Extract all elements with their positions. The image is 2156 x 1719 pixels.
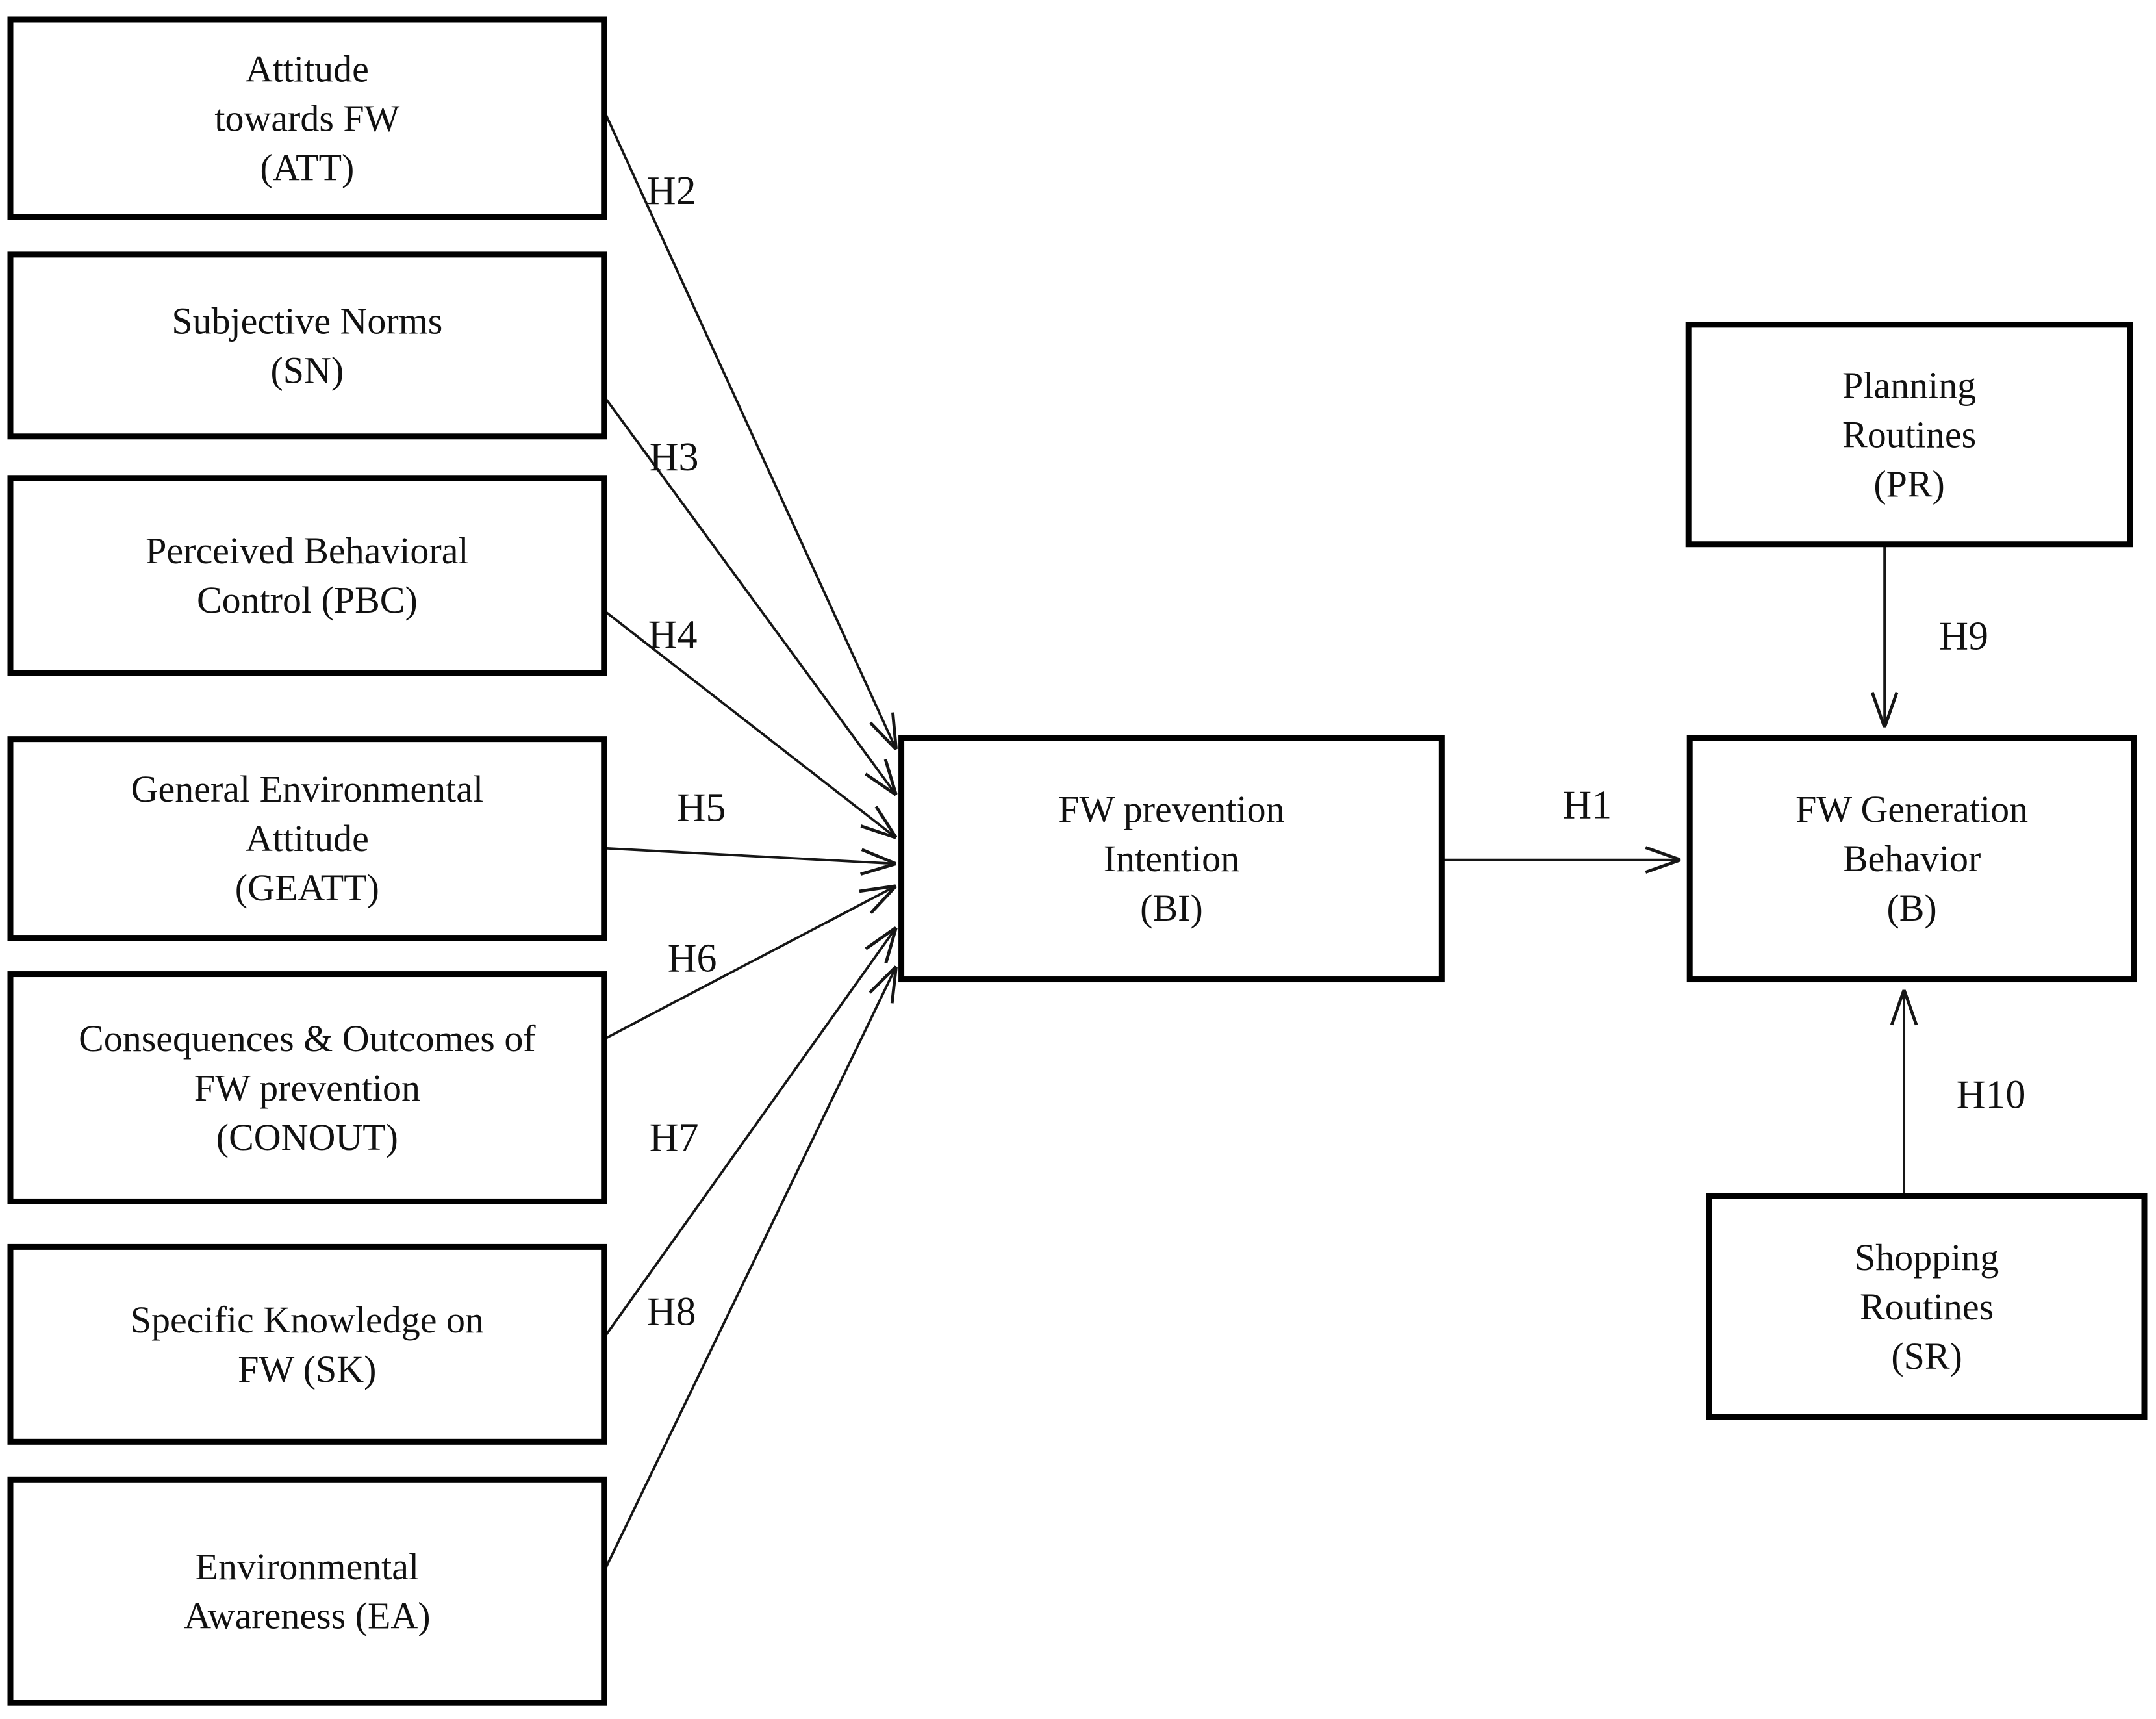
node-label-line: (GEATT) — [235, 867, 379, 909]
environmental-awareness-box-border — [7, 1476, 607, 1706]
arrow-line-h8 — [603, 967, 896, 1573]
node-label-line: (SR) — [1891, 1335, 1962, 1377]
arrow-label-h6: H6 — [668, 937, 717, 981]
node-label-line: (CONOUT) — [216, 1116, 398, 1158]
node-label-line: FW (SK) — [238, 1348, 376, 1390]
specific-knowledge-box-label: Specific Knowledge on FW (SK) — [131, 1299, 484, 1390]
node-label-line: Behavior — [1843, 837, 1981, 880]
specific-knowledge-box: Specific Knowledge on FW (SK) — [7, 1243, 607, 1445]
arrow-line-h4 — [603, 609, 896, 838]
node-label-line: Consequences & Outcomes of — [79, 1017, 536, 1060]
arrow-label-h1: H1 — [1562, 783, 1612, 828]
arrow-label-h2: H2 — [647, 169, 696, 213]
perceived-behavioral-control-box-border — [7, 475, 607, 676]
node-label-line: Perceived Behavioral — [146, 529, 468, 572]
hypothesis-arrow-h10: H10 — [1904, 990, 2025, 1194]
arrow-label-h10: H10 — [1957, 1073, 2026, 1117]
consequences-outcomes-box: Consequences & Outcomes of FW prevention (… — [7, 971, 607, 1204]
node-label-line: Awareness (EA) — [184, 1595, 430, 1637]
node-label-line: Shopping — [1855, 1236, 1999, 1279]
planning-routines-box-border — [1685, 322, 2133, 548]
node-label-line: Routines — [1842, 413, 1976, 455]
hypothesis-arrow-h2: H2 — [602, 110, 896, 750]
arrow-line-h3 — [603, 395, 896, 795]
node-label-line: (BI) — [1140, 887, 1203, 929]
subjective-norms-box: Subjective Norms (SN) — [7, 251, 607, 440]
hypothesis-arrow-h4: H4 — [603, 609, 896, 838]
hypothesis-arrow-h5: H5 — [603, 786, 896, 864]
node-label-line: towards FW — [214, 97, 399, 139]
node-label-line: Environmental — [196, 1546, 420, 1588]
consequences-outcomes-box-label: Consequences & Outcomes of FW prevention (… — [79, 1017, 536, 1158]
node-label-line: Control (PBC) — [197, 579, 418, 621]
arrow-label-h5: H5 — [677, 786, 726, 830]
node-label-line: General Environmental — [131, 768, 483, 810]
specific-knowledge-box-border — [7, 1243, 607, 1445]
node-label-line: FW Generation — [1795, 788, 2028, 830]
node-label-line: Attitude — [246, 47, 369, 90]
attitude-towards-fw-box: Attitude towards FW (ATT) — [7, 16, 607, 220]
arrow-label-h8: H8 — [647, 1290, 696, 1334]
arrow-label-h7: H7 — [650, 1115, 699, 1160]
nodes-layer: Attitude towards FW (ATT) Subjective Norms (… — [7, 16, 2148, 1706]
attitude-towards-fw-box-label: Attitude towards FW (ATT) — [214, 47, 399, 188]
arrow-line-h7 — [603, 928, 896, 1339]
node-label-line: (PR) — [1873, 463, 1945, 505]
arrow-label-h4: H4 — [648, 613, 698, 657]
arrow-line-h2 — [602, 110, 896, 750]
hypothesis-arrow-h9: H9 — [1884, 546, 1988, 728]
hypothesis-arrow-h6: H6 — [603, 886, 896, 1041]
node-label-line: FW prevention — [1058, 788, 1284, 830]
general-environmental-attitude-box-border — [7, 736, 607, 941]
subjective-norms-box-label: Subjective Norms (SN) — [171, 299, 442, 391]
node-label-line: Subjective Norms — [171, 299, 442, 342]
subjective-norms-box-border — [7, 251, 607, 440]
node-label-line: Planning — [1842, 364, 1976, 406]
node-label-line: FW prevention — [194, 1067, 420, 1109]
arrow-line-h5 — [603, 847, 896, 864]
hypothesis-arrow-h7: H7 — [603, 928, 896, 1339]
node-label-line: Specific Knowledge on — [131, 1299, 484, 1341]
fw-generation-behavior-box-border — [1686, 735, 2137, 983]
shopping-routines-box-border — [1706, 1193, 2148, 1420]
arrow-label-h3: H3 — [650, 435, 699, 479]
hypothesis-arrow-h1: H1 — [1441, 783, 1681, 860]
arrow-label-h9: H9 — [1939, 615, 1988, 659]
consequences-outcomes-box-border — [7, 971, 607, 1204]
node-label-line: (SN) — [271, 349, 344, 391]
attitude-towards-fw-box-border — [7, 16, 607, 220]
hypothesis-arrow-h3: H3 — [603, 395, 896, 795]
fw-prevention-intention-box-border — [898, 735, 1445, 983]
hypothesis-arrow-h8: H8 — [603, 967, 896, 1573]
node-label-line: Attitude — [246, 817, 369, 860]
node-label-line: (B) — [1886, 887, 1936, 929]
node-label-line: Routines — [1860, 1286, 1994, 1328]
node-label-line: (ATT) — [260, 146, 354, 188]
node-label-line: Intention — [1104, 837, 1239, 880]
arrow-line-h6 — [603, 886, 896, 1041]
